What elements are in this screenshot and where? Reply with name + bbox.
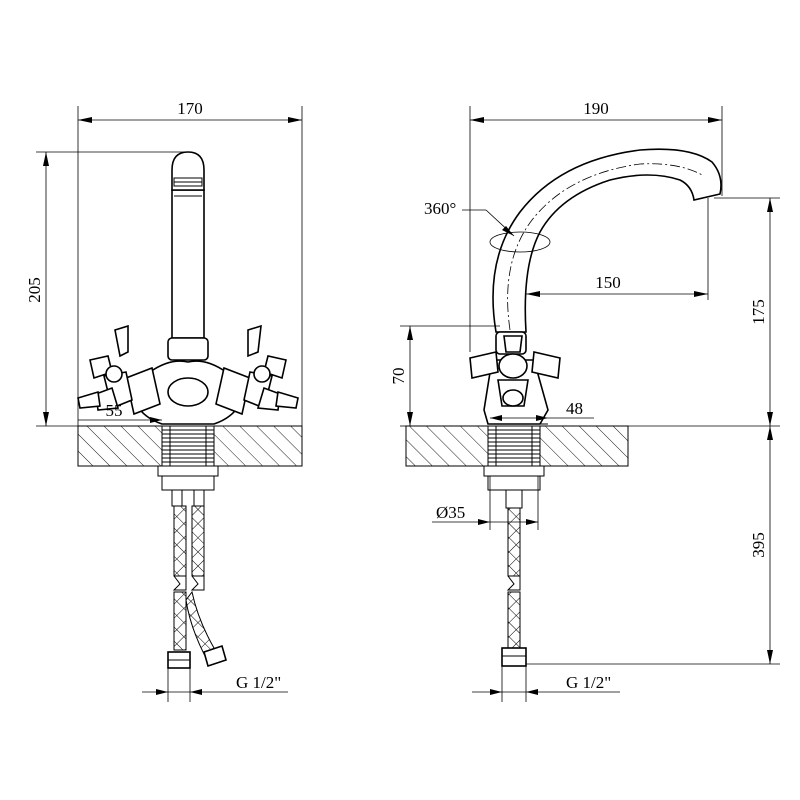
side-reach-dimension: 150 xyxy=(526,198,709,300)
side-spout xyxy=(489,148,722,333)
front-hoses xyxy=(167,489,227,669)
front-left-handle xyxy=(77,324,161,416)
side-width-label: 190 xyxy=(583,99,609,118)
front-height-label: 205 xyxy=(25,277,44,303)
front-spout xyxy=(167,151,209,361)
front-width-label: 170 xyxy=(177,99,203,118)
side-countertop xyxy=(405,425,629,491)
front-connector-label: G 1/2" xyxy=(236,673,281,692)
side-height-label: 175 xyxy=(749,299,768,325)
side-hose xyxy=(501,489,527,667)
front-body xyxy=(135,360,241,425)
side-base-dimension: 48 xyxy=(490,399,594,421)
front-countertop xyxy=(77,425,303,491)
side-rotation-label: 360° xyxy=(424,199,456,218)
front-height-dimension: 205 xyxy=(25,151,188,427)
side-view: 190 360° 150 175 xyxy=(389,99,780,702)
front-width-dimension: 170 xyxy=(77,99,303,426)
side-diameter-dimension: Ø35 xyxy=(432,476,539,530)
side-body xyxy=(469,331,561,425)
side-reach-label: 150 xyxy=(595,273,621,292)
front-view: 170 205 55 G 1/2" xyxy=(25,99,303,702)
side-diameter-label: Ø35 xyxy=(436,503,465,522)
side-base-label: 48 xyxy=(566,399,583,418)
side-connector-dimension: G 1/2" xyxy=(472,666,620,702)
side-hose-length-label: 395 xyxy=(749,532,768,558)
side-lower-height-dimension: 70 xyxy=(389,325,500,427)
front-connector-dimension: G 1/2" xyxy=(142,668,288,702)
side-rotation-annotation: 360° xyxy=(424,199,515,237)
front-base-dimension: 55 xyxy=(78,401,162,423)
side-hose-length-dimension: 395 xyxy=(526,426,780,665)
front-right-handle xyxy=(215,324,299,416)
side-width-dimension: 190 xyxy=(469,99,723,352)
front-base-label: 55 xyxy=(106,401,123,420)
side-connector-label: G 1/2" xyxy=(566,673,611,692)
side-lower-height-label: 70 xyxy=(389,368,408,385)
side-height-dimension: 175 xyxy=(628,197,780,427)
